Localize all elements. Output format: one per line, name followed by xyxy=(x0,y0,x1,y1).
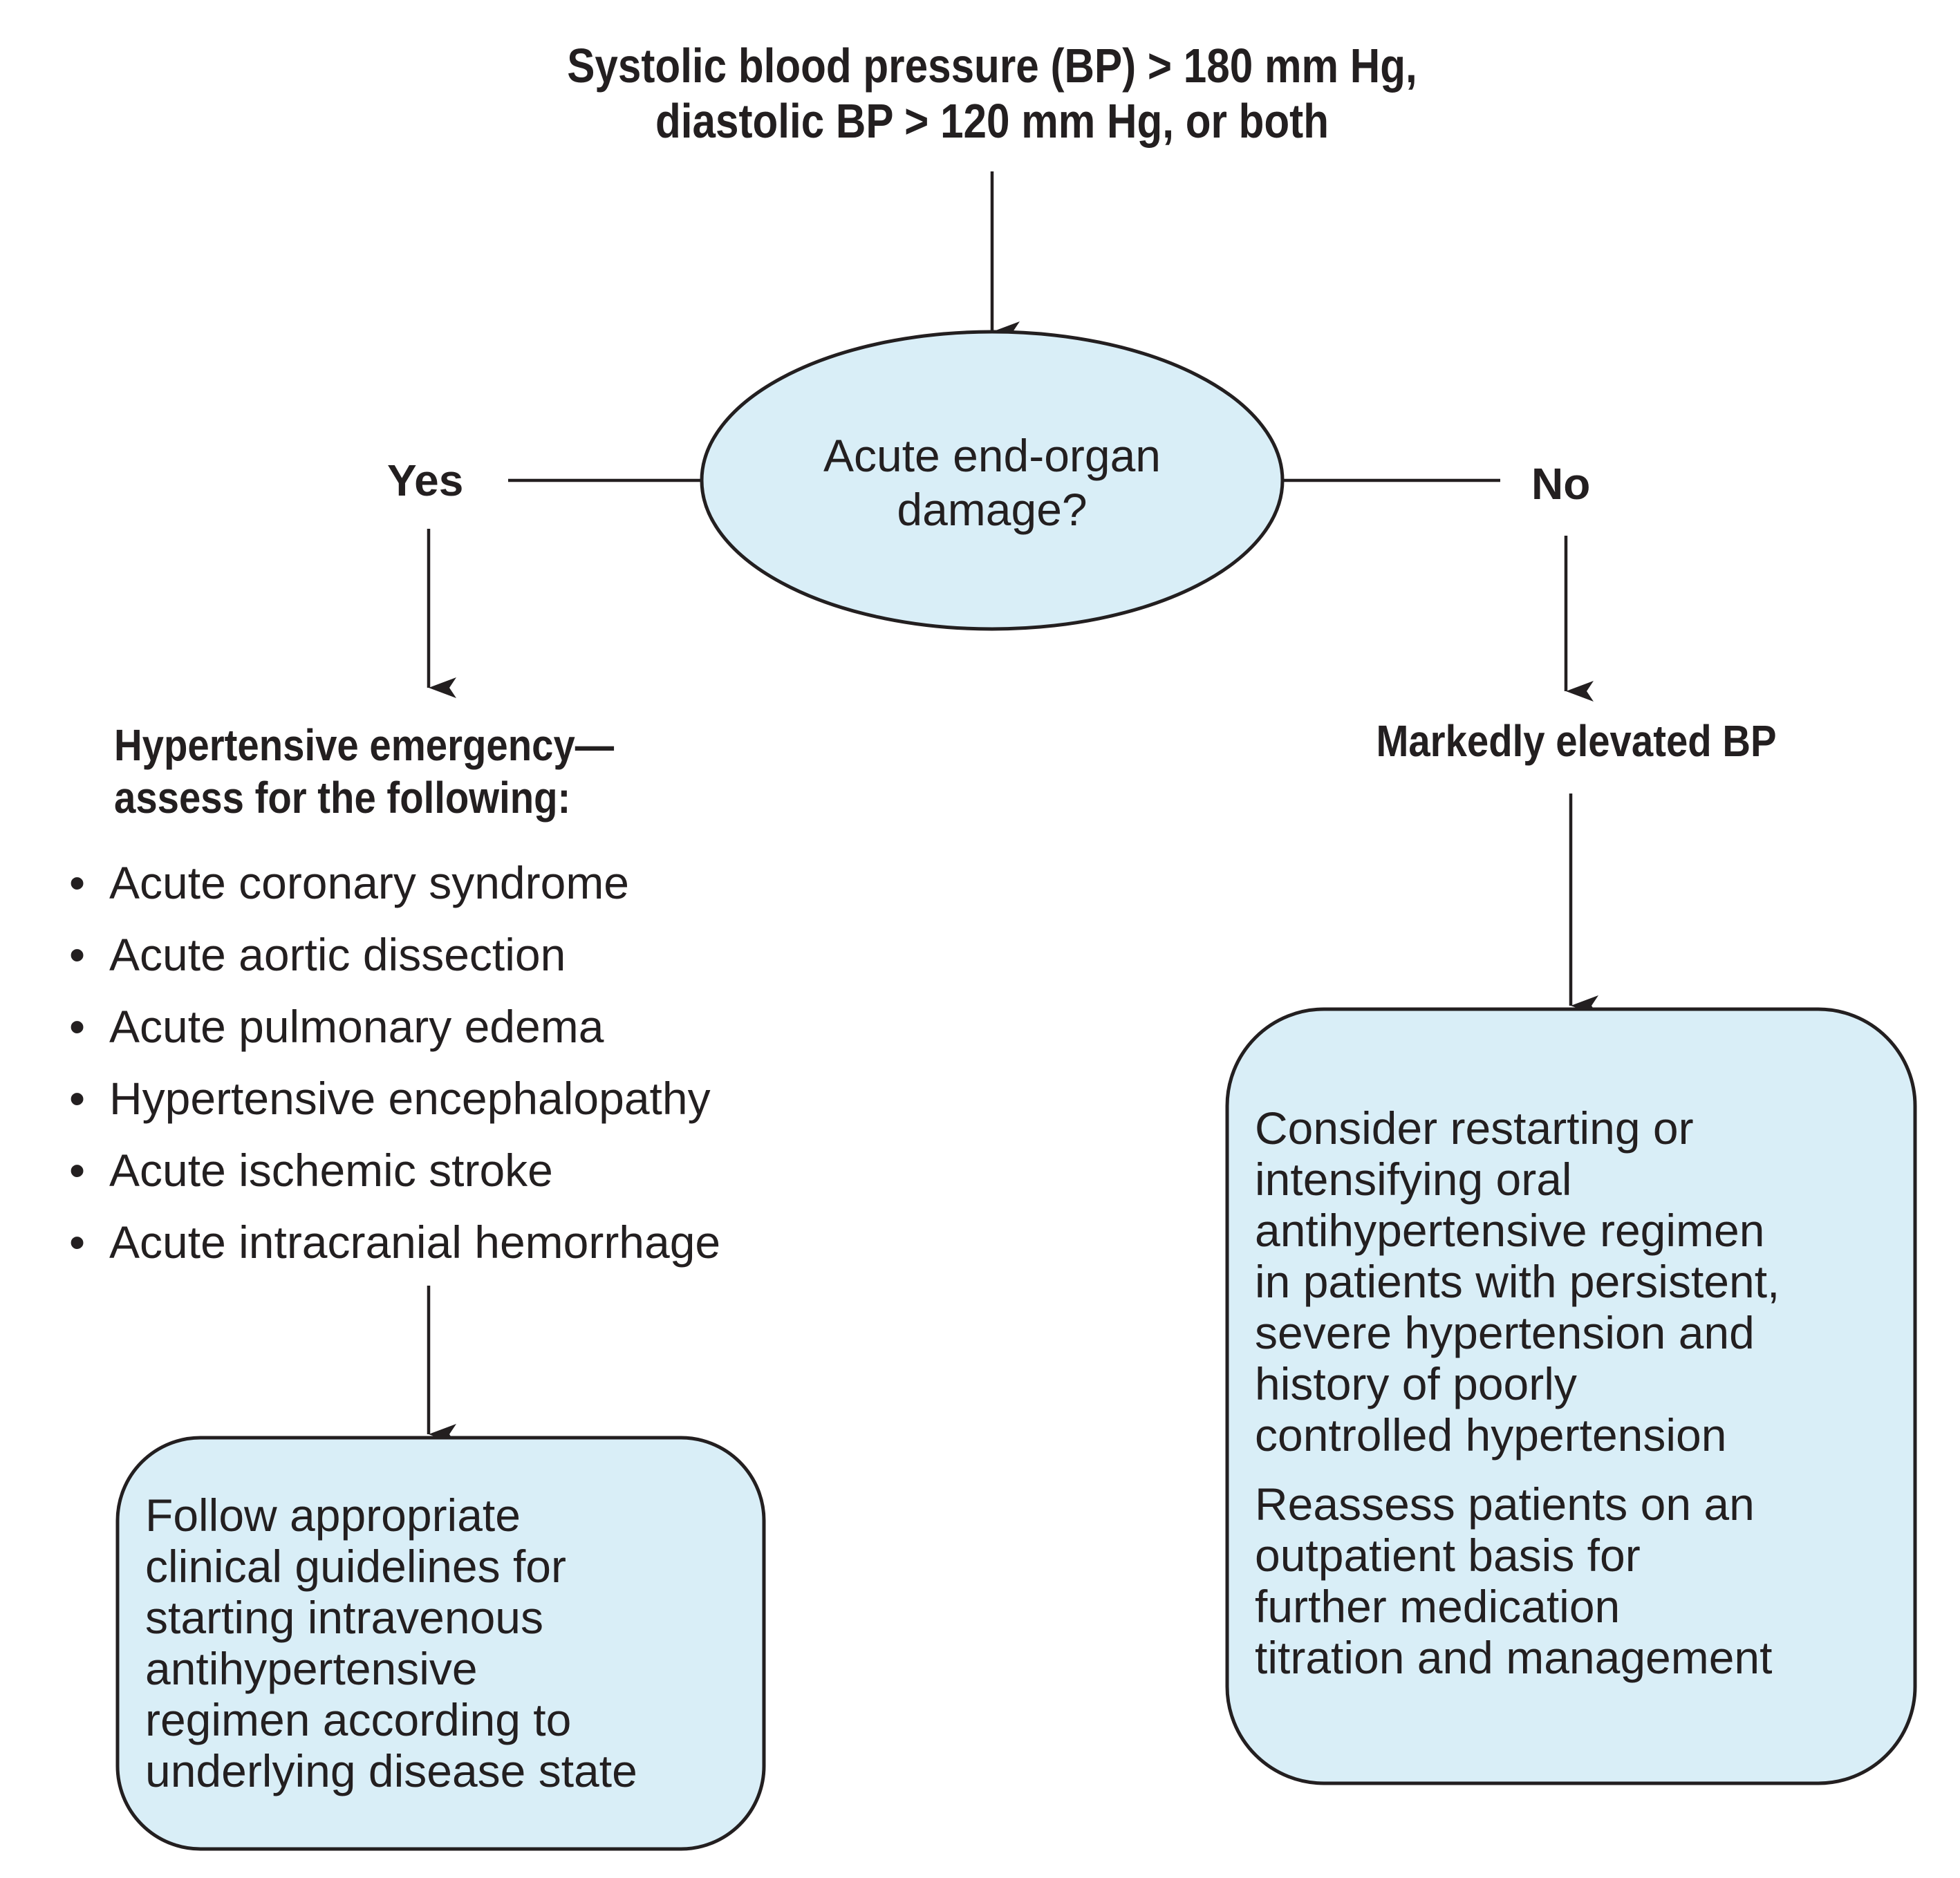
bullet-icon: • xyxy=(69,1145,86,1196)
oral-regimen-box xyxy=(1225,1007,1917,1785)
decision-question: Acute end-organ damage? xyxy=(726,429,1258,536)
oral-regimen-text: Consider restarting or intensifying oral… xyxy=(1255,1102,1898,1683)
list-item-label: Acute coronary syndrome xyxy=(109,857,630,908)
emergency-heading-line1: Hypertensive emergency— xyxy=(114,720,615,770)
bullet-icon: • xyxy=(69,1001,86,1052)
decision-line2: damage? xyxy=(897,484,1088,535)
list-item-label: Acute ischemic stroke xyxy=(109,1145,553,1196)
decision-line1: Acute end-organ xyxy=(823,430,1161,481)
list-item: • Hypertensive encephalopathy xyxy=(69,1062,899,1134)
list-item-label: Acute aortic dissection xyxy=(109,929,566,980)
start-condition-line1: Systolic blood pressure (BP) > 180 mm Hg… xyxy=(567,39,1417,93)
bullet-icon: • xyxy=(69,1073,86,1124)
list-item: • Acute aortic dissection xyxy=(69,919,899,990)
start-condition: Systolic blood pressure (BP) > 180 mm Hg… xyxy=(377,38,1607,149)
markedly-elevated-label: Markedly elevated BP xyxy=(1376,716,1777,766)
bullet-icon: • xyxy=(69,929,86,980)
iv-regimen-text: Follow appropriate clinical guidelines f… xyxy=(145,1490,747,1796)
oral-regimen-paragraph-1: Consider restarting or intensifying oral… xyxy=(1255,1102,1780,1461)
bullet-icon: • xyxy=(69,857,86,908)
emergency-heading-line2: assess for the following: xyxy=(114,773,571,823)
list-item-label: Hypertensive encephalopathy xyxy=(109,1073,711,1124)
start-condition-line2: diastolic BP > 120 mm Hg, or both xyxy=(655,94,1329,148)
iv-regimen-box xyxy=(115,1436,766,1851)
list-item-label: Acute intracranial hemorrhage xyxy=(109,1217,721,1268)
no-label: No xyxy=(1531,459,1591,509)
list-item: • Acute pulmonary edema xyxy=(69,990,899,1062)
oral-regimen-paragraph-2: Reassess patients on an outpatient basis… xyxy=(1255,1478,1773,1683)
yes-label: Yes xyxy=(387,456,464,505)
list-item: • Acute intracranial hemorrhage xyxy=(69,1206,899,1278)
iv-regimen-paragraph: Follow appropriate clinical guidelines f… xyxy=(145,1490,637,1796)
list-item: • Acute ischemic stroke xyxy=(69,1134,899,1206)
emergency-conditions-list: • Acute coronary syndrome • Acute aortic… xyxy=(69,847,899,1278)
list-item-label: Acute pulmonary edema xyxy=(109,1001,604,1052)
bullet-icon: • xyxy=(69,1217,86,1268)
list-item: • Acute coronary syndrome xyxy=(69,847,899,919)
emergency-heading: Hypertensive emergency— assess for the f… xyxy=(114,719,783,824)
